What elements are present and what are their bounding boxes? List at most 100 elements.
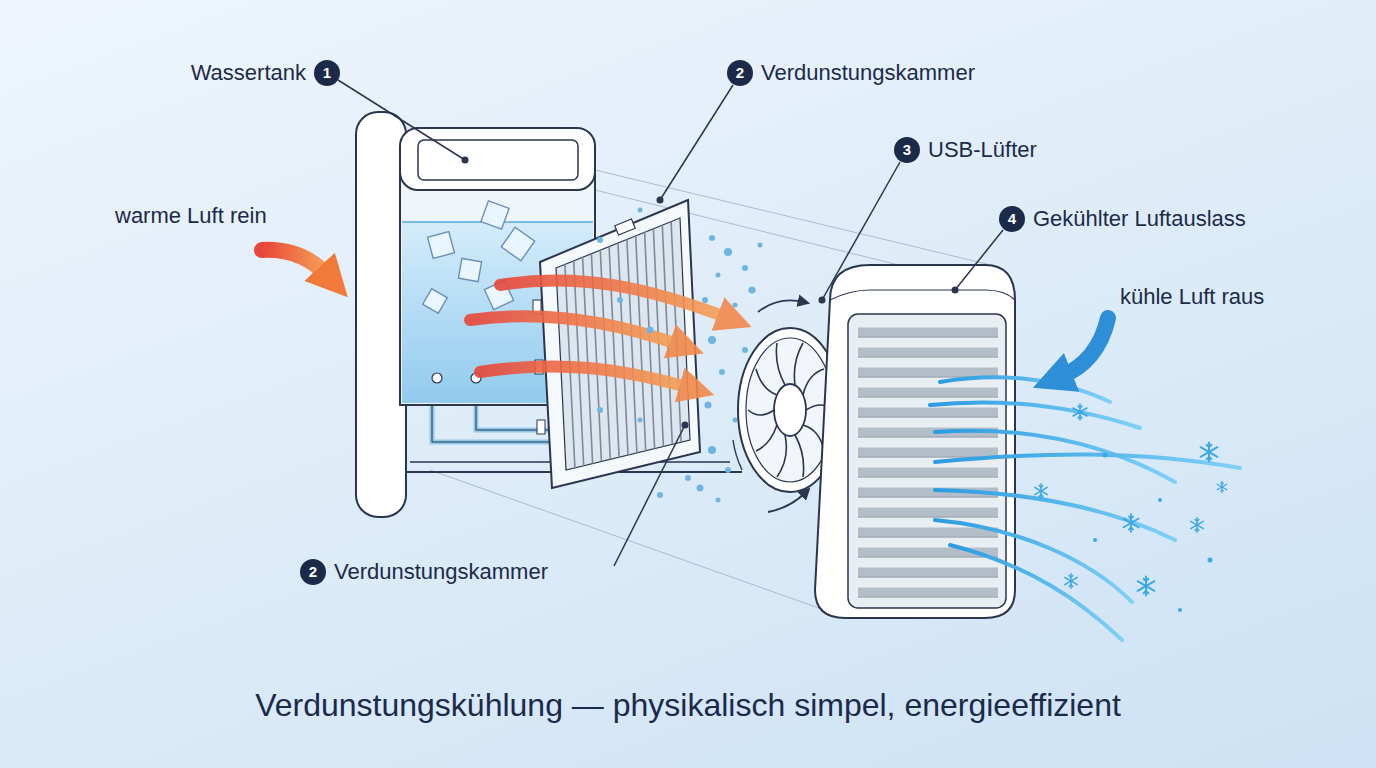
cool-dot: [1093, 538, 1097, 542]
droplet: [716, 273, 721, 278]
droplet: [724, 248, 732, 256]
valve: [432, 373, 442, 383]
chamber-clip: [537, 420, 545, 434]
cool-air-out-arrow: [1060, 318, 1108, 377]
droplet: [758, 243, 763, 248]
cool-dot: [1208, 558, 1213, 563]
callout-number: 3: [894, 137, 920, 163]
part-label: Verdunstungskammer: [334, 558, 548, 586]
droplet: [749, 287, 756, 294]
flow-label: warme Luft rein: [115, 202, 267, 230]
cool-stream: [950, 545, 1122, 640]
snowflake: [1123, 514, 1138, 532]
droplet: [708, 336, 716, 344]
droplet: [597, 407, 603, 413]
water-droplets: [597, 208, 763, 503]
snowflake: [1138, 576, 1155, 595]
cool-stream: [935, 490, 1175, 540]
warm-airflow: [470, 280, 728, 388]
ice-cube: [423, 289, 448, 314]
cool-stream: [935, 520, 1132, 602]
outlet-face: [848, 314, 1006, 608]
snowflake: [1065, 574, 1078, 588]
outlet-top-edge: [830, 290, 1015, 300]
callout-badge: Wassertank1: [314, 60, 340, 86]
part-label: Gekühlter Luftauslass: [1033, 205, 1246, 233]
callout-number: 4: [999, 206, 1025, 232]
droplet: [638, 208, 643, 213]
cool-airflow: [930, 377, 1240, 640]
caption: Verdunstungskühlung — physikalisch simpe…: [0, 685, 1376, 725]
callout-badge: 3USB-Lüfter: [894, 137, 920, 163]
ice-cube: [481, 201, 509, 229]
rotation-arrow: [758, 300, 804, 312]
snowflake: [1073, 404, 1087, 420]
leader-line: [338, 80, 465, 160]
warm-air-arrow: [480, 366, 690, 388]
droplet: [733, 418, 738, 423]
leader-dot: [819, 297, 826, 304]
callout-badge: 4Gekühlter Luftauslass: [999, 206, 1025, 232]
leader-dot: [462, 157, 469, 164]
ice-cube: [458, 258, 481, 281]
callout-number: 1: [314, 60, 340, 86]
warm-air-arrow: [470, 316, 680, 345]
ice-cubes: [423, 201, 535, 313]
leader-line: [822, 162, 900, 300]
motion-line: [733, 440, 742, 470]
droplet: [725, 467, 731, 473]
leader-line: [614, 425, 685, 566]
fan-blades: [748, 343, 832, 477]
leader-dot: [952, 287, 959, 294]
droplet: [697, 485, 704, 492]
droplet: [657, 492, 663, 498]
droplet: [705, 402, 712, 409]
flow-label: kühle Luft raus: [1120, 283, 1264, 311]
droplet: [733, 303, 738, 308]
cool-stream: [940, 377, 1110, 402]
part-label: Wassertank: [191, 59, 306, 87]
leader-dot: [682, 422, 689, 429]
cool-dots: [1093, 453, 1213, 613]
droplet: [742, 265, 748, 271]
ice-cube: [428, 232, 455, 259]
droplet: [597, 237, 603, 243]
cool-stream: [935, 454, 1240, 468]
cool-stream: [930, 402, 1140, 428]
cool-dot: [1178, 608, 1182, 612]
part-label: USB-Lüfter: [928, 136, 1037, 164]
droplet: [708, 446, 716, 454]
droplet: [617, 297, 623, 303]
fan-hub: [774, 384, 806, 436]
ice-cube: [501, 227, 534, 260]
callout-badge: 2Verdunstungskammer: [300, 559, 326, 585]
warm-air-in-arrow: [262, 250, 328, 276]
guide-line: [430, 470, 830, 612]
cool-dot: [1158, 498, 1162, 502]
snowflake: [1201, 442, 1218, 461]
droplet: [647, 327, 654, 334]
droplet: [685, 475, 691, 481]
callout-number: 2: [300, 559, 326, 585]
droplet: [742, 347, 748, 353]
cool-dot: [1103, 453, 1108, 458]
snowflake: [1035, 484, 1048, 498]
leader-dot: [657, 197, 664, 204]
droplet: [716, 498, 721, 503]
side-panel: [356, 112, 406, 517]
rotation-arrow: [768, 492, 806, 512]
droplet: [709, 235, 715, 241]
leader-line: [660, 85, 733, 200]
droplet: [638, 418, 643, 423]
snowflake: [1191, 518, 1204, 532]
leader-line: [955, 230, 1003, 290]
droplet: [702, 297, 708, 303]
droplet: [719, 369, 725, 375]
leader-lines: [338, 80, 1003, 566]
air-outlet: [815, 265, 1015, 618]
chamber-tab: [615, 219, 635, 235]
